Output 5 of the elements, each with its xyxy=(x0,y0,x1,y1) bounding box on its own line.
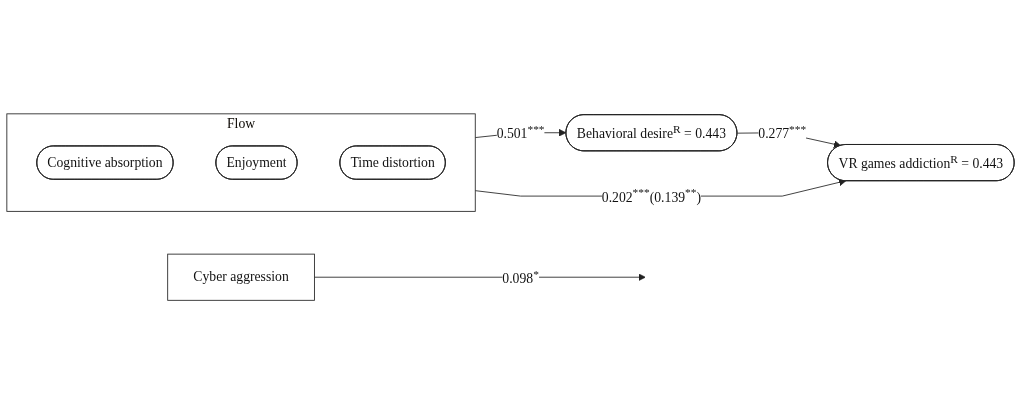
edge-label: 0.277$^{***}$ xyxy=(758,122,807,141)
node-box: Cyber aggression xyxy=(167,253,315,301)
edge-label: 0.202$^{***}$(0.139$^{**}$) xyxy=(601,186,702,205)
edge-label: 0.501$^{***}$ xyxy=(496,122,545,141)
edge-label: 0.098$^{*}$ xyxy=(502,267,539,286)
